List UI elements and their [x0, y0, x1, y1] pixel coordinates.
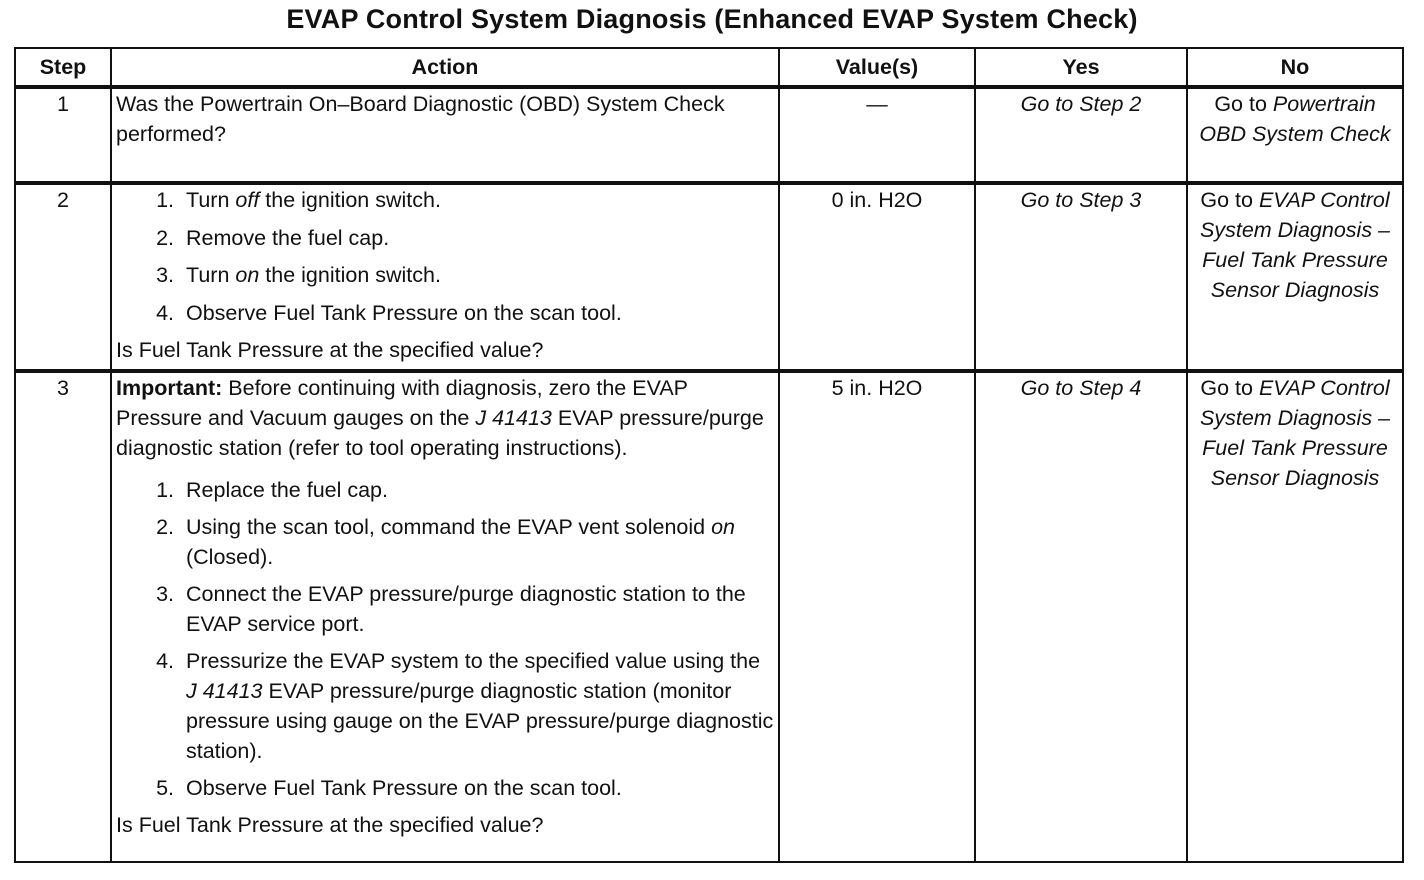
no-link[interactable]: Go to Powertrain OBD System Check — [1199, 92, 1390, 146]
table-row: 2 Turn off the ignition switch. Remove t… — [14, 182, 1404, 373]
list-item: Turn on the ignition switch. — [180, 260, 774, 290]
list-item: Observe Fuel Tank Pressure on the scan t… — [180, 773, 774, 803]
list-item: Remove the fuel cap. — [180, 223, 774, 253]
no-lead: Go to — [1200, 188, 1253, 212]
action-cell: Turn off the ignition switch. Remove the… — [110, 182, 780, 373]
table-row: 3 Important: Before continuing with diag… — [14, 370, 1404, 863]
no-cell: Go to EVAP Control System Diagnosis – Fu… — [1186, 370, 1404, 863]
no-reference: EVAP Control System Diagnosis – Fuel Tan… — [1200, 188, 1390, 302]
step-number: 1 — [14, 86, 112, 185]
important-note: Important: Before continuing with diagno… — [116, 376, 764, 460]
action-cell: Was the Powertrain On–Board Diagnostic (… — [110, 86, 780, 185]
header-yes: Yes — [974, 47, 1188, 89]
header-no: No — [1186, 47, 1404, 89]
no-link[interactable]: Go to EVAP Control System Diagnosis – Fu… — [1200, 188, 1390, 302]
yes-link[interactable]: Go to Step 2 — [974, 86, 1188, 185]
no-reference: EVAP Control System Diagnosis – Fuel Tan… — [1200, 376, 1390, 490]
action-steps-list: Replace the fuel cap. Using the scan too… — [116, 475, 774, 803]
header-step: Step — [14, 47, 112, 89]
action-question: Was the Powertrain On–Board Diagnostic (… — [116, 92, 725, 146]
list-item: Replace the fuel cap. — [180, 475, 774, 505]
no-link[interactable]: Go to EVAP Control System Diagnosis – Fu… — [1200, 376, 1390, 490]
yes-link[interactable]: Go to Step 3 — [974, 182, 1188, 373]
no-cell: Go to EVAP Control System Diagnosis – Fu… — [1186, 182, 1404, 373]
no-lead: Go to — [1200, 376, 1253, 400]
action-question: Is Fuel Tank Pressure at the specified v… — [116, 813, 544, 837]
yes-link[interactable]: Go to Step 4 — [974, 370, 1188, 863]
table-row: 1 Was the Powertrain On–Board Diagnostic… — [14, 86, 1404, 185]
page-title: EVAP Control System Diagnosis (Enhanced … — [286, 4, 1138, 34]
step-number: 2 — [14, 182, 112, 373]
value-cell: — — [778, 86, 976, 185]
list-item: Pressurize the EVAP system to the specif… — [180, 646, 774, 766]
diagnosis-table: Step Action Value(s) Yes No 1 Was the Po… — [14, 47, 1404, 863]
list-item: Connect the EVAP pressure/purge diagnost… — [180, 579, 774, 639]
header-value: Value(s) — [778, 47, 976, 89]
no-reference: Powertrain OBD System Check — [1199, 92, 1391, 146]
list-item: Turn off the ignition switch. — [180, 185, 774, 215]
action-question: Is Fuel Tank Pressure at the specified v… — [116, 338, 544, 362]
table-header-row: Step Action Value(s) Yes No — [14, 47, 1404, 89]
note-label: Important: — [116, 376, 223, 400]
value-cell: 0 in. H2O — [778, 182, 976, 373]
header-action: Action — [110, 47, 780, 89]
value-cell: 5 in. H2O — [778, 370, 976, 863]
list-item: Using the scan tool, command the EVAP ve… — [180, 512, 774, 572]
no-cell: Go to Powertrain OBD System Check — [1186, 86, 1404, 185]
step-number: 3 — [14, 370, 112, 863]
list-item: Observe Fuel Tank Pressure on the scan t… — [180, 298, 774, 328]
action-cell: Important: Before continuing with diagno… — [110, 370, 780, 863]
action-steps-list: Turn off the ignition switch. Remove the… — [116, 185, 774, 328]
no-lead: Go to — [1214, 92, 1267, 116]
